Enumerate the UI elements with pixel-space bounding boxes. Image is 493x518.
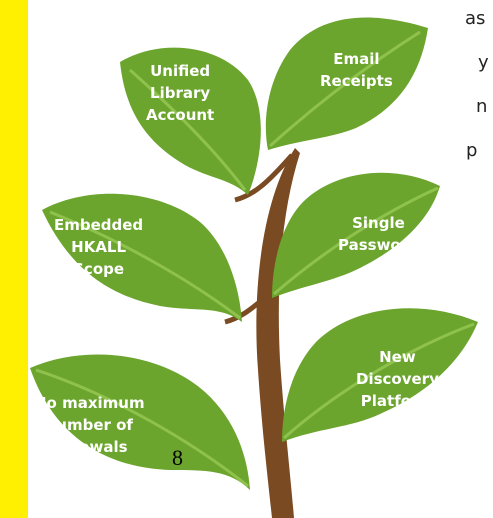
branch-top-left: [234, 153, 294, 203]
leaf-label-line: Embedded: [54, 216, 144, 234]
leaf-label-line: Platform: [360, 392, 435, 410]
leaf-label-new-discovery-platform: New Discovery Platform: [356, 346, 439, 412]
leaf-label-no-maximum-renewals: No maximum number of renewals: [34, 392, 145, 458]
side-text-fragment: p: [466, 140, 478, 161]
side-text-fragment: n: [476, 96, 488, 117]
leaf-new-discovery-platform: [282, 308, 478, 442]
leaf-single-password: [272, 172, 440, 298]
page-number: 8: [172, 445, 183, 470]
leaf-label-line: number of: [45, 416, 133, 434]
leaf-email-receipts: [265, 17, 428, 151]
side-text-fragment: y: [478, 52, 489, 73]
leaf-unified-library-account: [120, 47, 261, 195]
leaf-label-line: Password: [338, 236, 419, 254]
branch-mid-left: [224, 298, 264, 325]
leaf-label-line: Single: [352, 214, 405, 232]
leaf-label-line: HKALL: [71, 238, 127, 256]
leaf-no-maximum-renewals: [30, 354, 250, 490]
leaf-label-email-receipts: Email Receipts: [320, 48, 393, 92]
leaf-label-line: Unified: [150, 62, 211, 80]
tree-trunk: [256, 148, 300, 518]
leaf-label-embedded-hkall-scope: Embedded HKALL Scope: [54, 214, 143, 280]
leaf-label-line: Email: [333, 50, 380, 68]
leaf-label-single-password: Single Password: [338, 212, 419, 256]
leaf-embedded-hkall-scope: [42, 193, 242, 322]
leaf-label-line: Scope: [73, 260, 125, 278]
side-text-fragment: as: [465, 8, 486, 29]
leaf-label-unified-library-account: Unified Library Account: [146, 60, 214, 126]
leaf-label-line: Receipts: [320, 72, 393, 90]
leaf-label-line: Library: [150, 84, 211, 102]
leaf-label-line: renewals: [51, 438, 128, 456]
leaf-label-line: Account: [146, 106, 215, 124]
leaf-label-line: Discovery: [356, 370, 439, 388]
leaf-label-line: New: [379, 348, 416, 366]
leaf-label-line: No maximum: [34, 394, 145, 412]
yellow-side-bar: [0, 0, 28, 518]
